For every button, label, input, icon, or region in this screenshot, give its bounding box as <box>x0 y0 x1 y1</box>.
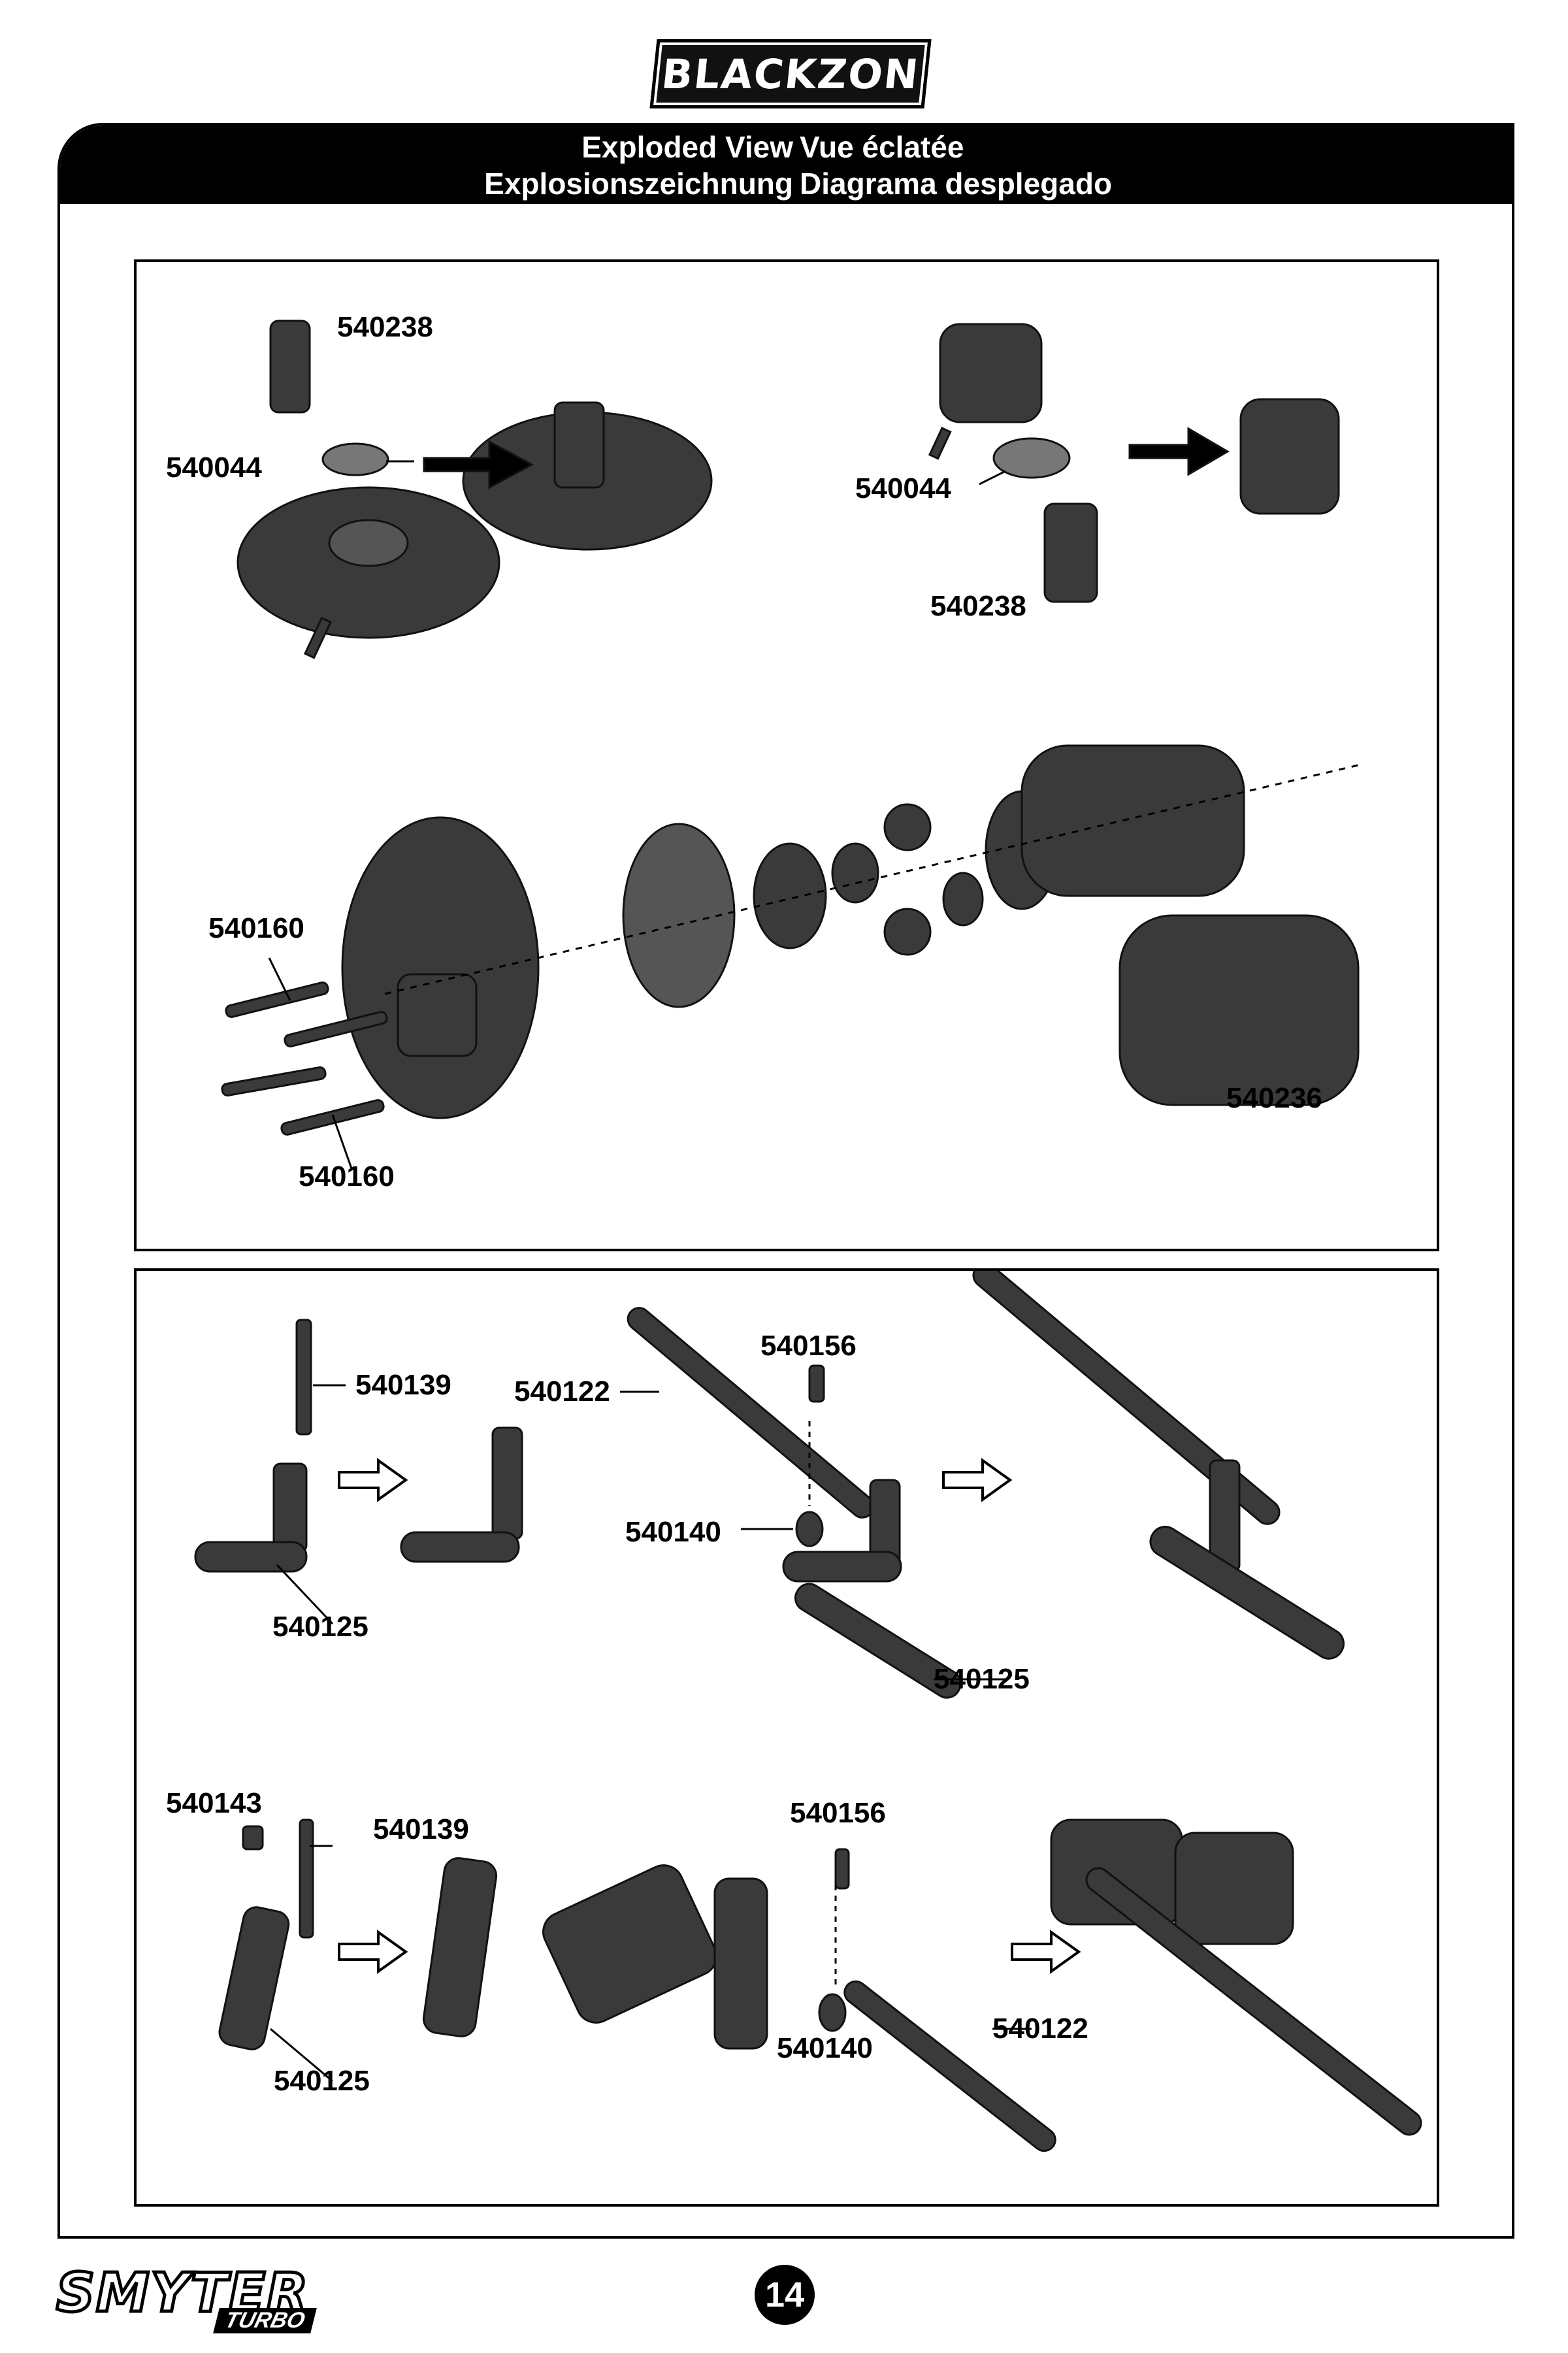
bellcrank-post <box>272 1462 308 1553</box>
assembled-curved-arm <box>1149 1526 1345 1660</box>
part-label: 540139 <box>373 1813 469 1845</box>
part-label: 540044 <box>855 472 951 504</box>
page-number: 14 <box>755 2265 815 2325</box>
outdrive-cup <box>269 320 311 414</box>
page-header: Exploded View Vue éclatée Explosionszeic… <box>60 125 1512 204</box>
ball-stud-3 <box>834 1848 850 1890</box>
main-ring-gear <box>341 816 540 1119</box>
differential-illustration <box>221 320 1360 1171</box>
pin-2 <box>928 427 952 460</box>
part-label: 540236 <box>1226 1082 1322 1114</box>
diff-seal <box>622 823 736 1008</box>
spider-gear-3 <box>883 908 932 956</box>
part-label: 540125 <box>272 1611 368 1643</box>
title-vue-eclatee: Vue éclatée <box>800 130 964 164</box>
part-label: 540238 <box>930 590 1026 622</box>
blackzon-logo: BLACKZON <box>649 39 932 108</box>
outline-arrow-1 <box>338 1458 408 1502</box>
part-label: 540160 <box>299 1160 395 1193</box>
title-diagrama-desplegado: Diagrama desplegado <box>800 167 1113 201</box>
turbo-logo-text: TURBO <box>213 2308 317 2333</box>
spider-gear-4 <box>942 872 984 927</box>
ball-nut <box>795 1511 824 1547</box>
page-frame: Exploded View Vue éclatée Explosionszeic… <box>57 123 1514 2239</box>
steering-post-2 <box>299 1818 314 1939</box>
assembled-drag-link <box>1085 1867 1422 2136</box>
curved-arm <box>794 1583 962 1699</box>
part-label: 540140 <box>777 2032 873 2064</box>
part-label: 540160 <box>208 912 304 944</box>
part-label: 540122 <box>514 1375 610 1407</box>
drag-link-2 <box>843 1980 1056 2152</box>
part-label: 540156 <box>760 1330 857 1362</box>
assembled-bellcrank-right <box>1174 1832 1294 1945</box>
pin <box>303 616 332 659</box>
arrow-2 <box>1128 427 1230 476</box>
ball-nut-2 <box>818 1993 847 2032</box>
arrow-1 <box>423 440 534 489</box>
bellcrank-body <box>218 1906 290 2050</box>
bellcrank-arm-2 <box>782 1551 902 1583</box>
title-explosionszeichnung: Explosionszeichnung <box>484 167 793 201</box>
smyter-turbo-logo: SMYTER TURBO <box>54 2261 363 2334</box>
screw-2 <box>284 1011 388 1047</box>
ball-stud <box>808 1364 825 1403</box>
steering-panel: 540139 540122 540156 540140 540125 54012… <box>134 1268 1439 2207</box>
part-label: 540125 <box>274 2065 370 2097</box>
diff-case <box>1021 744 1245 897</box>
ball-stud-2 <box>242 1825 264 1851</box>
part-label: 540044 <box>166 452 262 484</box>
assembled-diff-cup <box>1239 398 1340 515</box>
assembled-post <box>491 1426 523 1540</box>
spider-gear-1 <box>831 842 879 904</box>
screw-1 <box>225 981 329 1018</box>
bearing-ring <box>321 442 389 476</box>
spider-gear-2 <box>883 803 932 851</box>
outline-arrow-3 <box>338 1930 408 1974</box>
part-label: 540156 <box>790 1797 886 1829</box>
differential-panel: 540238 540044 540044 540238 540160 54016… <box>134 259 1439 1251</box>
bearing-ring-2 <box>992 437 1071 479</box>
bellcrank-middle <box>713 1877 768 2050</box>
assembled-bellcrank <box>422 1857 498 2037</box>
title-exploded-view: Exploded View <box>581 130 793 164</box>
part-label: 540140 <box>625 1516 721 1548</box>
part-label: 540238 <box>337 311 433 343</box>
assembled-diff <box>1119 914 1360 1106</box>
ring-gear-hub <box>328 519 409 567</box>
screw-3 <box>221 1066 327 1096</box>
assembled-arm <box>400 1531 520 1563</box>
bellcrank-arm <box>194 1541 308 1573</box>
main-outdrive <box>397 973 478 1057</box>
assembled-link <box>972 1271 1281 1525</box>
part-label: 540139 <box>355 1369 451 1401</box>
steering-illustration <box>194 1271 1422 2152</box>
assembled-outdrive <box>553 401 605 489</box>
diff-gasket <box>753 842 827 949</box>
bellcrank-left <box>542 1864 717 2024</box>
outline-arrow-4 <box>1011 1930 1081 1974</box>
part-label: 540143 <box>166 1787 262 1819</box>
part-label: 540125 <box>934 1663 1030 1695</box>
outdrive-cup-2 <box>1043 502 1098 603</box>
diff-cup <box>939 323 1043 423</box>
part-label: 540122 <box>992 2013 1088 2045</box>
outline-arrow-2 <box>942 1458 1013 1502</box>
steering-post <box>295 1319 312 1436</box>
